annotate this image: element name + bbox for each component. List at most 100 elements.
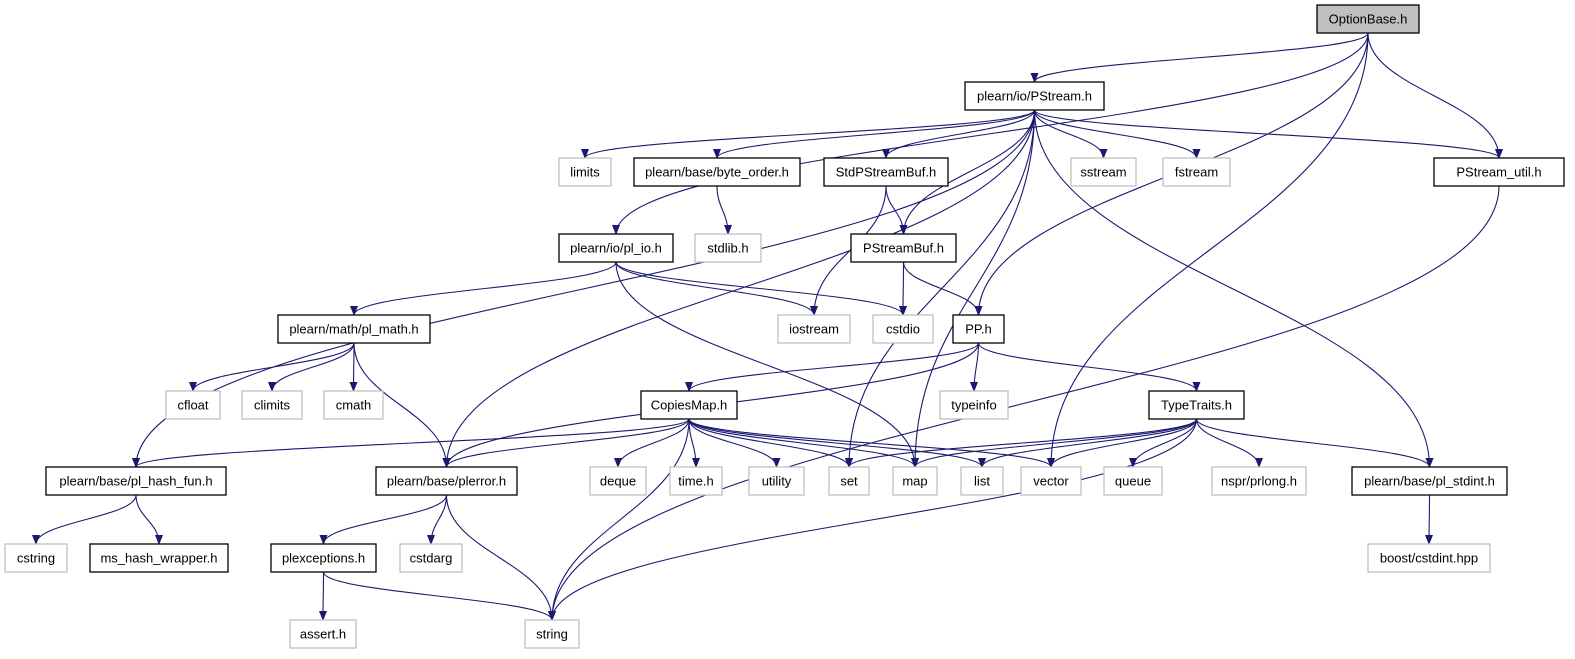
node-cmath: cmath	[323, 390, 384, 420]
node-string-label: string	[536, 627, 568, 642]
node-boost_cstdint: boost/cstdint.hpp	[1367, 543, 1491, 573]
edge-plerror-to-plexceptions	[319, 494, 448, 545]
edge-copiesmap-to-time	[688, 418, 700, 468]
node-pl_io[interactable]: plearn/io/pl_io.h	[558, 233, 674, 263]
node-pl_math[interactable]: plearn/math/pl_math.h	[277, 314, 431, 344]
node-limits-box	[558, 157, 612, 187]
node-set-label: set	[840, 474, 858, 489]
node-pl_hash_fun-box	[45, 466, 227, 496]
node-typetraits-label: TypeTraits.h	[1161, 398, 1232, 413]
node-pstream_util-box	[1433, 157, 1565, 187]
edge-typetraits-to-queue	[1129, 418, 1198, 468]
node-pl_math-box	[277, 314, 431, 344]
edge-pl_hash_fun-to-cstring	[32, 494, 137, 545]
node-climits-label: climits	[254, 398, 291, 413]
node-set: set	[828, 466, 870, 496]
node-optionbase-label: OptionBase.h	[1329, 12, 1408, 27]
node-list-label: list	[974, 474, 990, 489]
edge-copiesmap-to-map	[688, 418, 919, 468]
node-string-box	[524, 619, 580, 649]
node-string: string	[524, 619, 580, 649]
node-optionbase-box	[1316, 4, 1420, 34]
node-cstdarg-box	[399, 543, 463, 573]
node-pstreambuf-box	[850, 233, 957, 263]
edge-pstream-to-plerror	[442, 109, 1036, 468]
node-cstdio-box	[872, 314, 934, 344]
node-pl_hash_fun[interactable]: plearn/base/pl_hash_fun.h	[45, 466, 227, 496]
node-pp[interactable]: PP.h	[952, 314, 1005, 344]
edge-pstream-to-pl_stdint	[1033, 109, 1434, 468]
node-ms_hash-label: ms_hash_wrapper.h	[100, 551, 217, 566]
edge-pstream-to-limits	[581, 109, 1036, 159]
edge-pl_stdint-to-boost_cstdint	[1425, 494, 1434, 545]
node-pstreambuf-label: PStreamBuf.h	[863, 241, 944, 256]
node-cstring-label: cstring	[17, 551, 55, 566]
node-limits-label: limits	[570, 165, 600, 180]
node-time: time.h	[669, 466, 723, 496]
edge-copiesmap-to-string	[548, 418, 690, 621]
node-pstreambuf[interactable]: PStreamBuf.h	[850, 233, 957, 263]
node-pl_math-label: plearn/math/pl_math.h	[289, 322, 418, 337]
node-list-box	[960, 466, 1004, 496]
node-typetraits-box	[1148, 390, 1245, 420]
edge-pstream-to-sstream	[1033, 109, 1108, 159]
node-pstream_util-label: PStream_util.h	[1456, 165, 1541, 180]
edge-pl_math-to-climits	[268, 342, 355, 392]
edge-plerror-to-string	[445, 494, 556, 621]
node-copiesmap[interactable]: CopiesMap.h	[640, 390, 738, 420]
node-set-box	[828, 466, 870, 496]
node-pstream[interactable]: plearn/io/PStream.h	[964, 81, 1105, 111]
node-prlong: nspr/prlong.h	[1211, 466, 1307, 496]
node-stdlib-box	[694, 233, 762, 263]
node-plerror[interactable]: plearn/base/plerror.h	[375, 466, 518, 496]
node-utility: utility	[748, 466, 805, 496]
node-deque-box	[589, 466, 647, 496]
node-ms_hash-box	[89, 543, 229, 573]
edge-pstream-to-pstreambuf	[899, 109, 1036, 235]
edge-plexceptions-to-string	[322, 571, 556, 621]
node-byte_order[interactable]: plearn/base/byte_order.h	[633, 157, 801, 187]
node-copiesmap-box	[640, 390, 738, 420]
node-pp-label: PP.h	[965, 322, 992, 337]
node-boost_cstdint-box	[1367, 543, 1491, 573]
edge-copiesmap-to-set	[688, 418, 853, 468]
node-plexceptions[interactable]: plexceptions.h	[270, 543, 377, 573]
node-climits-box	[241, 390, 303, 420]
node-stdpstreambuf-box	[823, 157, 949, 187]
node-vector: vector	[1020, 466, 1082, 496]
node-vector-box	[1020, 466, 1082, 496]
node-list: list	[960, 466, 1004, 496]
node-ms_hash[interactable]: ms_hash_wrapper.h	[89, 543, 229, 573]
node-iostream: iostream	[777, 314, 851, 344]
edge-typetraits-to-prlong	[1195, 418, 1263, 468]
node-sstream-box	[1070, 157, 1137, 187]
node-cfloat-label: cfloat	[177, 398, 208, 413]
node-plexceptions-label: plexceptions.h	[282, 551, 365, 566]
edge-typetraits-to-map	[911, 418, 1198, 468]
edge-pp-to-typetraits	[977, 342, 1201, 392]
node-fstream-box	[1162, 157, 1231, 187]
node-typeinfo-label: typeinfo	[951, 398, 997, 413]
node-pl_stdint[interactable]: plearn/base/pl_stdint.h	[1351, 466, 1508, 496]
node-pp-box	[952, 314, 1005, 344]
node-boost_cstdint-label: boost/cstdint.hpp	[1380, 551, 1478, 566]
node-map-label: map	[902, 474, 927, 489]
node-typetraits[interactable]: TypeTraits.h	[1148, 390, 1245, 420]
edge-byte_order-to-stdlib	[716, 185, 732, 235]
edge-pstreambuf-to-pp	[902, 261, 983, 316]
node-byte_order-box	[633, 157, 801, 187]
node-pstream_util[interactable]: PStream_util.h	[1433, 157, 1565, 187]
edge-plexceptions-to-assert	[319, 571, 328, 621]
node-queue-label: queue	[1115, 474, 1151, 489]
node-optionbase[interactable]: OptionBase.h	[1316, 4, 1420, 34]
edge-pstream-to-stdpstreambuf	[882, 109, 1036, 159]
node-cstring: cstring	[4, 543, 68, 573]
edge-pp-to-typeinfo	[970, 342, 980, 392]
node-queue: queue	[1103, 466, 1163, 496]
edge-copiesmap-to-pl_hash_fun	[132, 418, 690, 468]
node-stdpstreambuf[interactable]: StdPStreamBuf.h	[823, 157, 949, 187]
edge-plerror-to-cstdarg	[427, 494, 448, 545]
node-assert-label: assert.h	[300, 627, 346, 642]
edge-optionbase-to-pl_io	[612, 32, 1369, 235]
